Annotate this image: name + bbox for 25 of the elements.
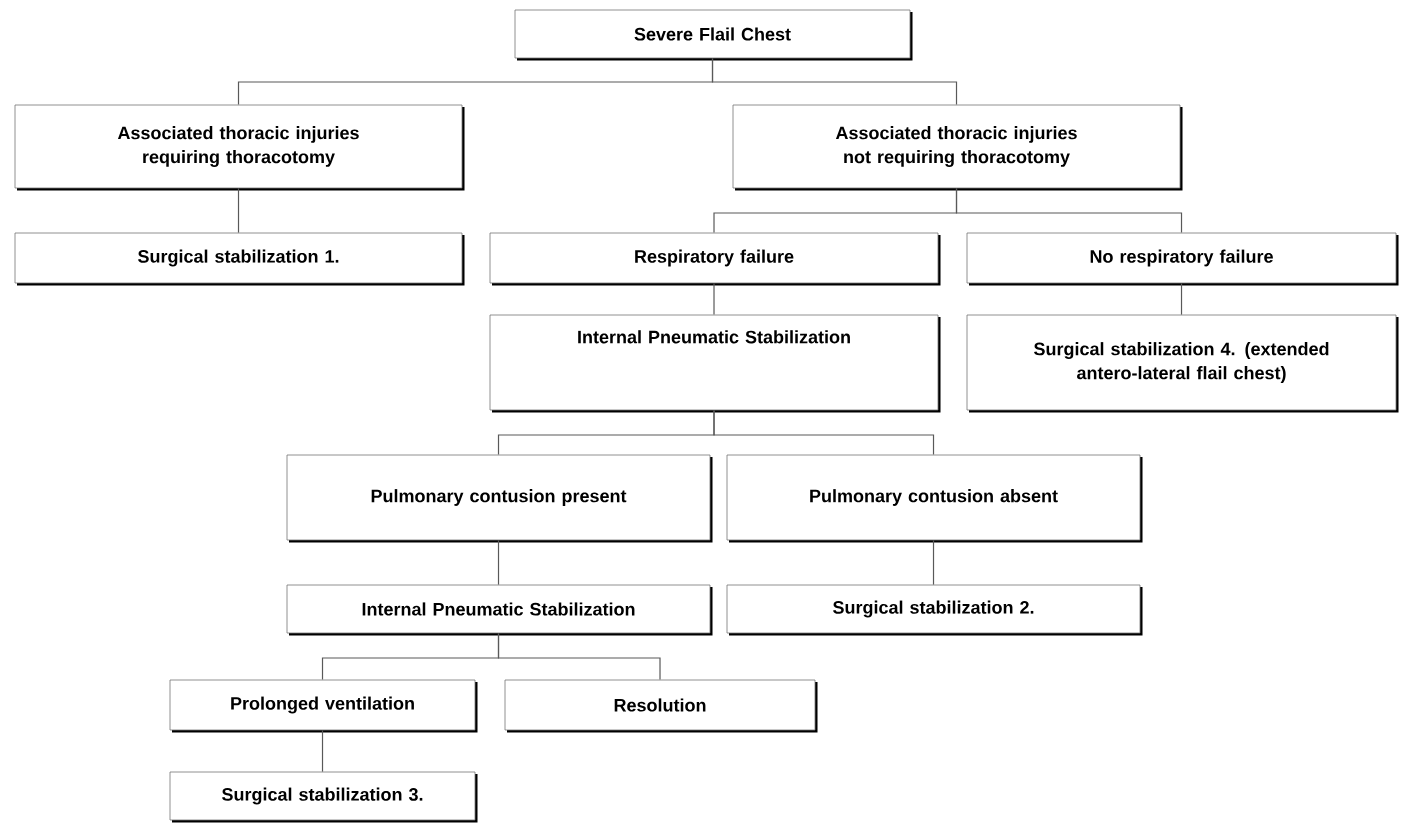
process-box: Surgical stabilization 4. (extended antero-lateral flail chest) — [966, 314, 1399, 413]
process-box: Resolution — [504, 679, 818, 733]
process-box: Associated thoracic injuries not requiring thoracotomy — [732, 104, 1183, 191]
process-box: Internal Pneumatic Stabilization — [286, 584, 713, 636]
process-box: Surgical stabilization 3. — [169, 771, 478, 823]
process-box: Severe Flail Chest — [514, 9, 913, 61]
connector-line — [713, 282, 715, 316]
connector-line — [1180, 282, 1183, 316]
process-box: Surgical stabilization 2. — [726, 584, 1143, 636]
connector-line — [713, 409, 935, 456]
connector-line — [497, 632, 661, 681]
connector-line — [711, 57, 958, 106]
process-box: Surgical stabilization 1. — [14, 232, 465, 286]
process-box: Prolonged ventilation — [169, 679, 478, 733]
connector-line — [955, 187, 1183, 234]
connector-line — [321, 729, 324, 773]
connector-line — [932, 539, 935, 586]
process-box: Pulmonary contusion present — [286, 454, 713, 543]
connector-line — [237, 187, 240, 234]
process-box: No respiratory failure — [966, 232, 1399, 286]
process-box: Associated thoracic injuries requiring thoracotomy — [14, 104, 465, 191]
process-box: Pulmonary contusion absent — [726, 454, 1143, 543]
process-box: Internal Pneumatic Stabilization — [489, 314, 941, 413]
process-box: Respiratory failure — [489, 232, 941, 286]
connector-line — [497, 539, 500, 586]
